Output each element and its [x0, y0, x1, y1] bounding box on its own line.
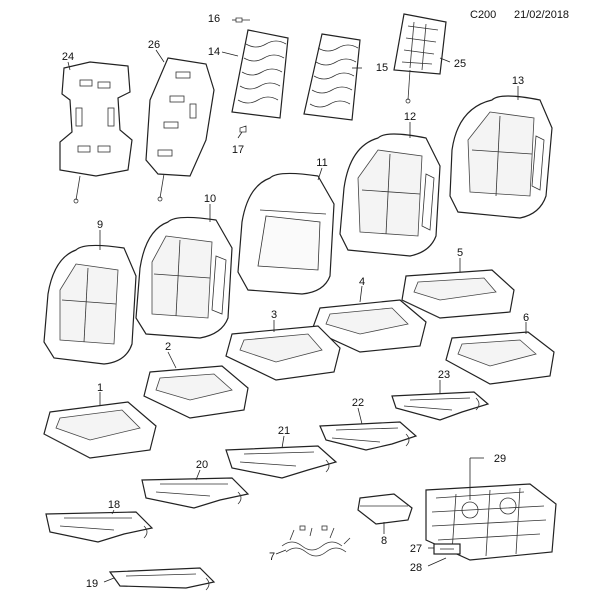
- diagram-code: C200: [470, 9, 497, 21]
- part-16-clip: [235, 17, 250, 23]
- callout-25: 25: [454, 58, 466, 70]
- callout-21: 21: [278, 425, 290, 437]
- callout-27: 27: [410, 543, 422, 555]
- part-22-heater-mat: [319, 421, 418, 451]
- part-3-seat-foam: [225, 325, 341, 381]
- callout-3: 3: [271, 309, 277, 321]
- part-4-seat-foam: [311, 299, 427, 353]
- callout-23: 23: [438, 369, 450, 381]
- callout-5: 5: [457, 247, 463, 259]
- callout-24: 24: [62, 51, 74, 63]
- callout-7: 7: [269, 551, 275, 563]
- part-23-heater-mat: [391, 391, 490, 421]
- callout-29: 29: [494, 453, 506, 465]
- part-19-heater-mat: [108, 567, 216, 591]
- part-14-spring-mat: [231, 29, 289, 119]
- callout-18: 18: [108, 499, 120, 511]
- callout-28: 28: [410, 562, 422, 574]
- callout-14: 14: [208, 46, 220, 58]
- diagram-date: 21/02/2018: [514, 9, 570, 21]
- callout-19: 19: [86, 578, 98, 590]
- callout-11: 11: [316, 157, 327, 169]
- part-13-backrest-cover: [449, 95, 553, 219]
- callout-13: 13: [512, 75, 524, 87]
- callout-1: 1: [97, 382, 103, 394]
- part-8-side-trim: [357, 493, 413, 525]
- part-6-seat-foam: [445, 331, 555, 385]
- part-5-seat-cushion: [401, 269, 515, 319]
- callout-6: 6: [523, 312, 529, 324]
- part-12-backrest-cover: [339, 133, 441, 257]
- part-7-wiring-harness: [281, 525, 351, 557]
- part-10-backrest-cover: [135, 216, 233, 339]
- callout-8: 8: [381, 535, 387, 547]
- callout-12: 12: [404, 111, 416, 123]
- callout-26: 26: [148, 39, 160, 51]
- part-29-seat-frame: [425, 483, 557, 561]
- part-17-clip: [239, 125, 247, 133]
- callout-2: 2: [165, 341, 171, 353]
- part-11-backrest-frame: [237, 172, 335, 295]
- part-20-heater-mat: [141, 477, 250, 509]
- part-27-switch: [433, 543, 461, 555]
- part-2-seat-cushion: [143, 365, 249, 419]
- leader-lines: [67, 19, 527, 583]
- callout-16: 16: [208, 13, 220, 25]
- part-15-spring-mat: [303, 33, 361, 121]
- callout-10: 10: [204, 193, 216, 205]
- callout-20: 20: [196, 459, 208, 471]
- part-21-heater-mat: [225, 445, 338, 479]
- callout-17: 17: [232, 144, 244, 156]
- callout-4: 4: [359, 276, 365, 288]
- callout-labels: 1 2 3 4 5 6 7 8 9 10 11 12 13 14 15 16 1…: [62, 13, 529, 590]
- callout-15: 15: [376, 62, 388, 74]
- part-24-seat-heater-pad: [59, 61, 133, 204]
- part-9-backrest-cover: [43, 244, 137, 365]
- callout-9: 9: [97, 219, 103, 231]
- part-18-heater-mat: [45, 511, 154, 543]
- part-1-seat-cushion-cover: [43, 401, 157, 459]
- part-25-lumbar-support: [393, 13, 447, 104]
- callout-22: 22: [352, 397, 364, 409]
- part-26-backrest-heater-pad: [145, 57, 215, 202]
